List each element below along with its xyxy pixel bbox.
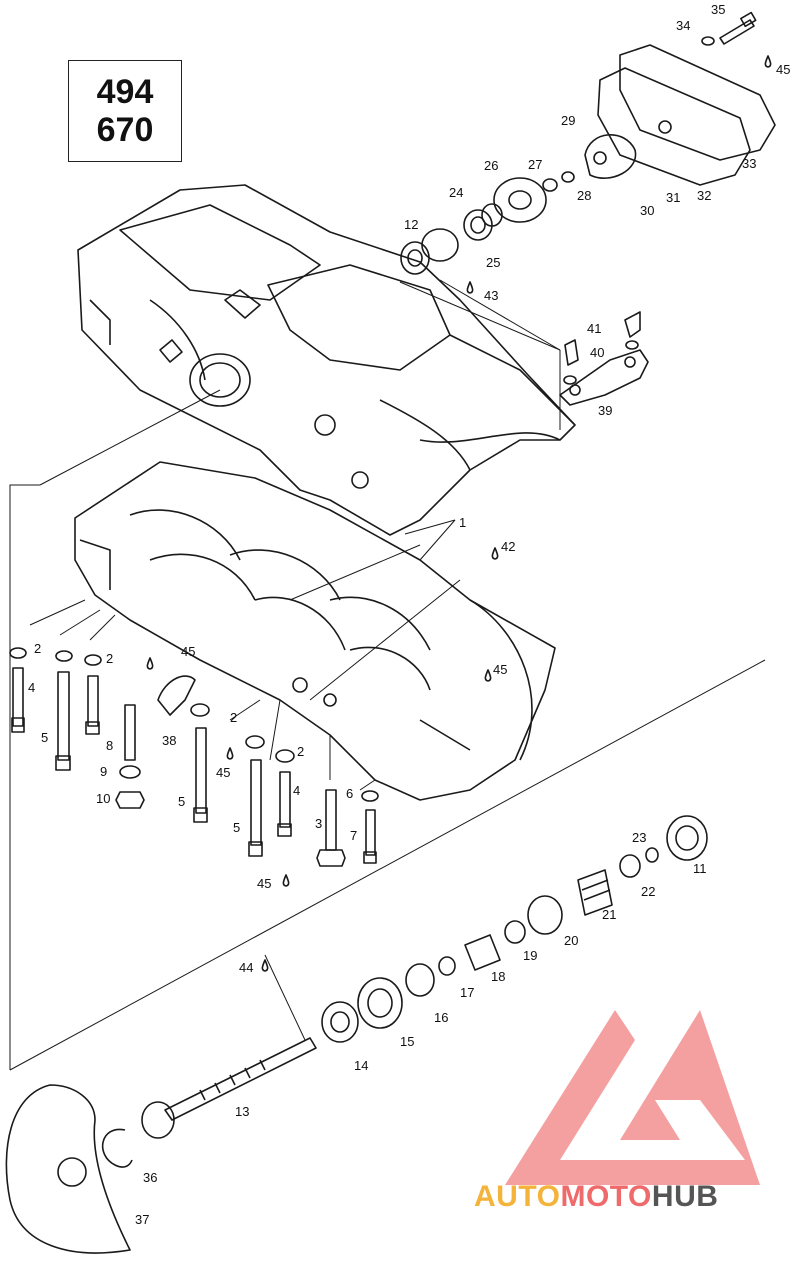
callout-5-10: 5	[233, 820, 240, 835]
bracket-39	[559, 311, 649, 406]
callout-7: 7	[350, 828, 357, 843]
callout-45-4: 45	[216, 765, 230, 780]
callout-2-7: 2	[230, 710, 237, 725]
watermark-part-moto: MOTO	[560, 1180, 652, 1213]
callout-3: 3	[315, 816, 322, 831]
grease-drops	[146, 55, 772, 972]
watermark-part-auto: AUTO	[474, 1180, 561, 1213]
drive-shaft-assembly	[101, 815, 708, 1168]
callout-9: 9	[100, 764, 107, 779]
callout-44: 44	[239, 960, 253, 975]
watermark-text: AUTOMOTOHUB	[474, 1180, 718, 1214]
callout-37: 37	[135, 1212, 149, 1227]
callout-2-6: 2	[106, 651, 113, 666]
callout-45-2: 45	[181, 644, 195, 659]
callout-5-9: 5	[178, 794, 185, 809]
callout-26: 26	[484, 158, 498, 173]
watermark-part-hub: HUB	[651, 1180, 719, 1213]
rotary-valve-cover	[584, 44, 776, 186]
model-number-box: 494 670	[68, 60, 182, 162]
callout-31: 31	[666, 190, 680, 205]
callout-39: 39	[598, 403, 612, 418]
callout-18: 18	[491, 969, 505, 984]
callout-27: 27	[528, 157, 542, 172]
callout-20: 20	[564, 933, 578, 948]
upper-crankcase	[77, 184, 576, 536]
callout-5: 5	[41, 730, 48, 745]
callout-34: 34	[676, 18, 690, 33]
fasteners-left	[9, 647, 379, 867]
callout-4-11: 4	[293, 783, 300, 798]
leader-lines	[9, 279, 766, 1071]
callout-14: 14	[354, 1058, 368, 1073]
callout-28: 28	[577, 188, 591, 203]
callout-41: 41	[587, 321, 601, 336]
callout-11: 11	[693, 861, 707, 876]
callout-21: 21	[602, 907, 616, 922]
callout-33: 33	[742, 156, 756, 171]
callout-19: 19	[523, 948, 537, 963]
callout-45-5: 45	[257, 876, 271, 891]
model-number-670: 670	[96, 111, 154, 149]
callout-29: 29	[561, 113, 575, 128]
callout-1: 1	[459, 515, 466, 530]
lower-crankcase	[74, 461, 556, 801]
callout-15: 15	[400, 1034, 414, 1049]
callout-8: 8	[106, 738, 113, 753]
callout-38: 38	[162, 733, 176, 748]
callout-24: 24	[449, 185, 463, 200]
callout-4: 4	[28, 680, 35, 695]
callout-32: 32	[697, 188, 711, 203]
callout-25: 25	[486, 255, 500, 270]
callout-45-3: 45	[493, 662, 507, 677]
callout-45: 45	[776, 62, 790, 77]
callout-30: 30	[640, 203, 654, 218]
callout-22: 22	[641, 884, 655, 899]
callout-10: 10	[96, 791, 110, 806]
seal-stack	[400, 171, 575, 275]
callout-2: 2	[34, 641, 41, 656]
callout-13: 13	[235, 1104, 249, 1119]
callout-42: 42	[501, 539, 515, 554]
plate-37	[5, 1084, 131, 1254]
callout-6: 6	[346, 786, 353, 801]
callout-12: 12	[404, 217, 418, 232]
bolt-35	[719, 11, 757, 45]
model-number-494: 494	[96, 73, 154, 111]
callout-36: 36	[143, 1170, 157, 1185]
watermark-logo	[505, 1010, 760, 1185]
callout-23: 23	[632, 830, 646, 845]
callout-17: 17	[460, 985, 474, 1000]
callout-40: 40	[590, 345, 604, 360]
callout-2-8: 2	[297, 744, 304, 759]
callout-labels: 1234567891011121314151617181920212223242…	[28, 2, 790, 1227]
callout-43: 43	[484, 288, 498, 303]
callout-16: 16	[434, 1010, 448, 1025]
callout-35: 35	[711, 2, 725, 17]
washer-34	[701, 36, 715, 46]
